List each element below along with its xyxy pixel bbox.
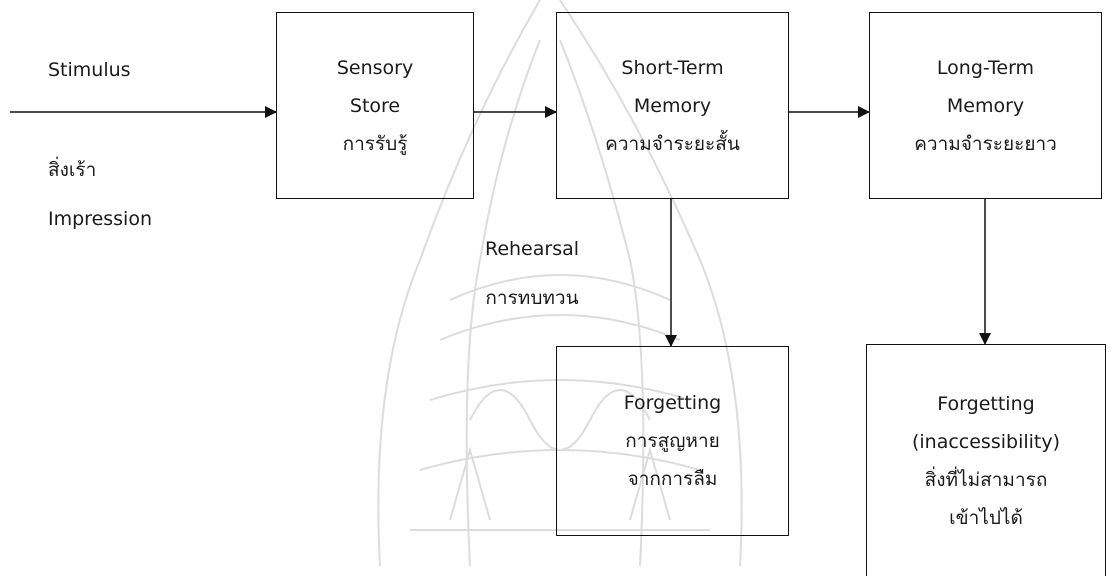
forgetting-st-line-1: Forgetting — [623, 392, 722, 414]
rehearsal-label: Rehearsal — [484, 238, 580, 260]
rehearsal-thai-label: การทบทวน — [485, 287, 579, 309]
forgetting-lt-line-2: (inaccessibility) — [911, 430, 1061, 453]
long-term-line-1: Long-Term — [936, 56, 1035, 79]
sensory-store-box: Sensory Store การรับรู้ — [276, 12, 474, 199]
stimulus-label: Stimulus — [48, 59, 131, 81]
forgetting-st-line-3: จากการลืม — [627, 468, 718, 490]
long-term-memory-box: Long-Term Memory ความจำระยะยาว — [869, 12, 1102, 199]
impression-label: Impression — [48, 208, 152, 230]
forgetting-decay-box: Forgetting การสูญหาย จากการลืม — [556, 346, 789, 536]
forgetting-lt-line-4: เข้าไปได้ — [949, 506, 1023, 529]
stimulus-thai-label: สิ่งเร้า — [48, 159, 97, 181]
long-term-line-2: Memory — [946, 94, 1025, 117]
short-term-line-3: ความจำระยะสั้น — [605, 132, 740, 155]
short-term-memory-box: Short-Term Memory ความจำระยะสั้น — [556, 12, 789, 199]
sensory-line-1: Sensory — [336, 56, 414, 79]
forgetting-st-line-2: การสูญหาย — [625, 430, 720, 452]
sensory-line-3: การรับรู้ — [342, 132, 408, 155]
forgetting-lt-line-3: สิ่งที่ไม่สามารถ — [924, 468, 1048, 491]
short-term-line-2: Memory — [633, 94, 712, 117]
sensory-line-2: Store — [349, 94, 401, 117]
short-term-line-1: Short-Term — [621, 56, 724, 79]
forgetting-inaccessibility-box: Forgetting (inaccessibility) สิ่งที่ไม่ส… — [866, 344, 1106, 576]
forgetting-lt-line-1: Forgetting — [937, 392, 1035, 415]
long-term-line-3: ความจำระยะยาว — [914, 132, 1057, 155]
